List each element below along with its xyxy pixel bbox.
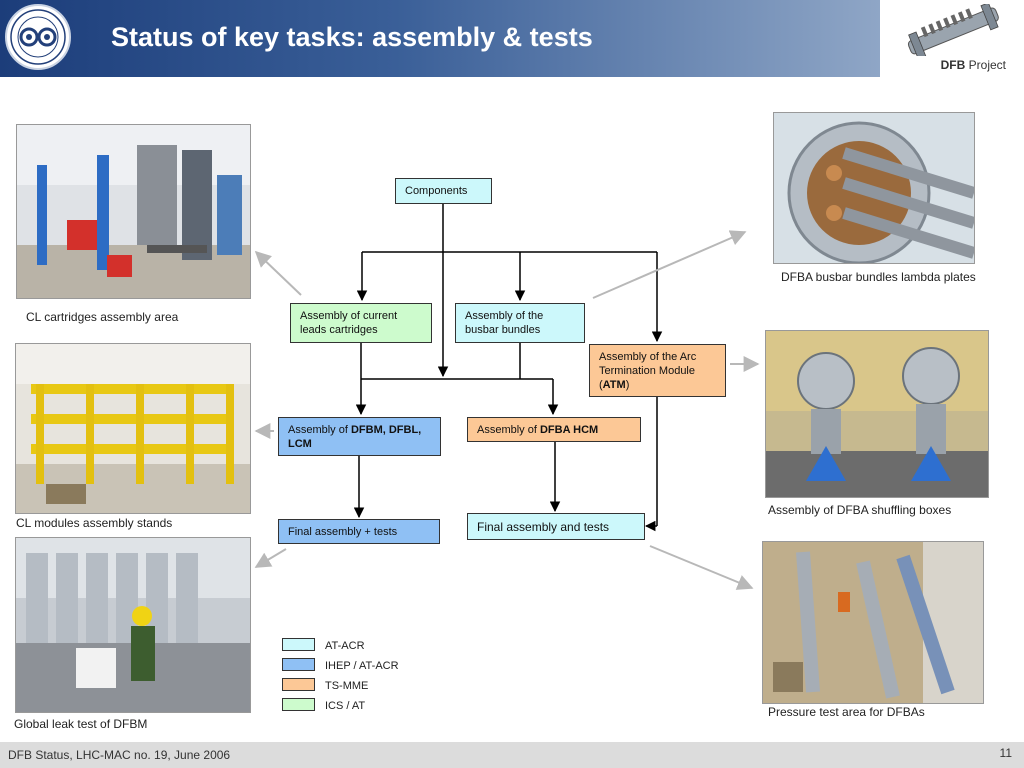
photo-pressure-test xyxy=(762,541,984,704)
caption-busbar-plates: DFBA busbar bundles lambda plates xyxy=(781,270,976,284)
caption-leak-test: Global leak test of DFBM xyxy=(14,717,148,731)
flow-box-busbar: Assembly of the busbar bundles xyxy=(455,303,585,343)
dfb-cryostat-icon xyxy=(907,4,999,56)
caption-cl-cartridges: CL cartridges assembly area xyxy=(26,310,179,324)
cern-logo-icon xyxy=(5,4,71,70)
legend-swatch-ihep xyxy=(282,658,315,671)
project-logo: DFB Project xyxy=(880,0,1024,77)
flow-box-final-left: Final assembly + tests xyxy=(278,519,440,544)
project-label: DFB Project xyxy=(940,58,1006,72)
photo-cl-cartridges xyxy=(16,124,251,299)
flow-box-hcm: Assembly of DFBA HCM xyxy=(467,417,641,442)
legend-swatch-ts-mme xyxy=(282,678,315,691)
photo-busbar-plates xyxy=(773,112,975,264)
photo-shuffling-boxes xyxy=(765,330,989,498)
flow-box-current-leads: Assembly of current leads cartridges xyxy=(290,303,432,343)
legend-swatch-at-acr xyxy=(282,638,315,651)
page-number: 11 xyxy=(999,746,1012,760)
legend-label: AT-ACR xyxy=(325,640,365,652)
flow-box-dfbm: Assembly of DFBM, DFBL, LCM xyxy=(278,417,441,456)
legend-label: TS-MME xyxy=(325,680,369,692)
footer-bar: DFB Status, LHC-MAC no. 19, June 2006 11 xyxy=(0,742,1024,768)
flow-box-components: Components xyxy=(395,178,492,204)
flow-box-final-right: Final assembly and tests xyxy=(467,513,645,540)
header-banner: Status of key tasks: assembly & tests xyxy=(0,0,880,77)
photo-leak-test xyxy=(15,537,251,713)
legend-swatch-ics-at xyxy=(282,698,315,711)
flow-box-atm: Assembly of the Arc Termination Module (… xyxy=(589,344,726,397)
legend-label: IHEP / AT-ACR xyxy=(325,660,399,672)
caption-pressure-test: Pressure test area for DFBAs xyxy=(768,705,925,719)
caption-shuffling-boxes: Assembly of DFBA shuffling boxes xyxy=(768,503,952,517)
legend-label: ICS / AT xyxy=(325,700,366,712)
footer-text: DFB Status, LHC-MAC no. 19, June 2006 xyxy=(8,748,231,762)
caption-cl-modules: CL modules assembly stands xyxy=(16,516,173,530)
photo-cl-modules xyxy=(15,343,251,514)
page-title: Status of key tasks: assembly & tests xyxy=(111,22,593,52)
